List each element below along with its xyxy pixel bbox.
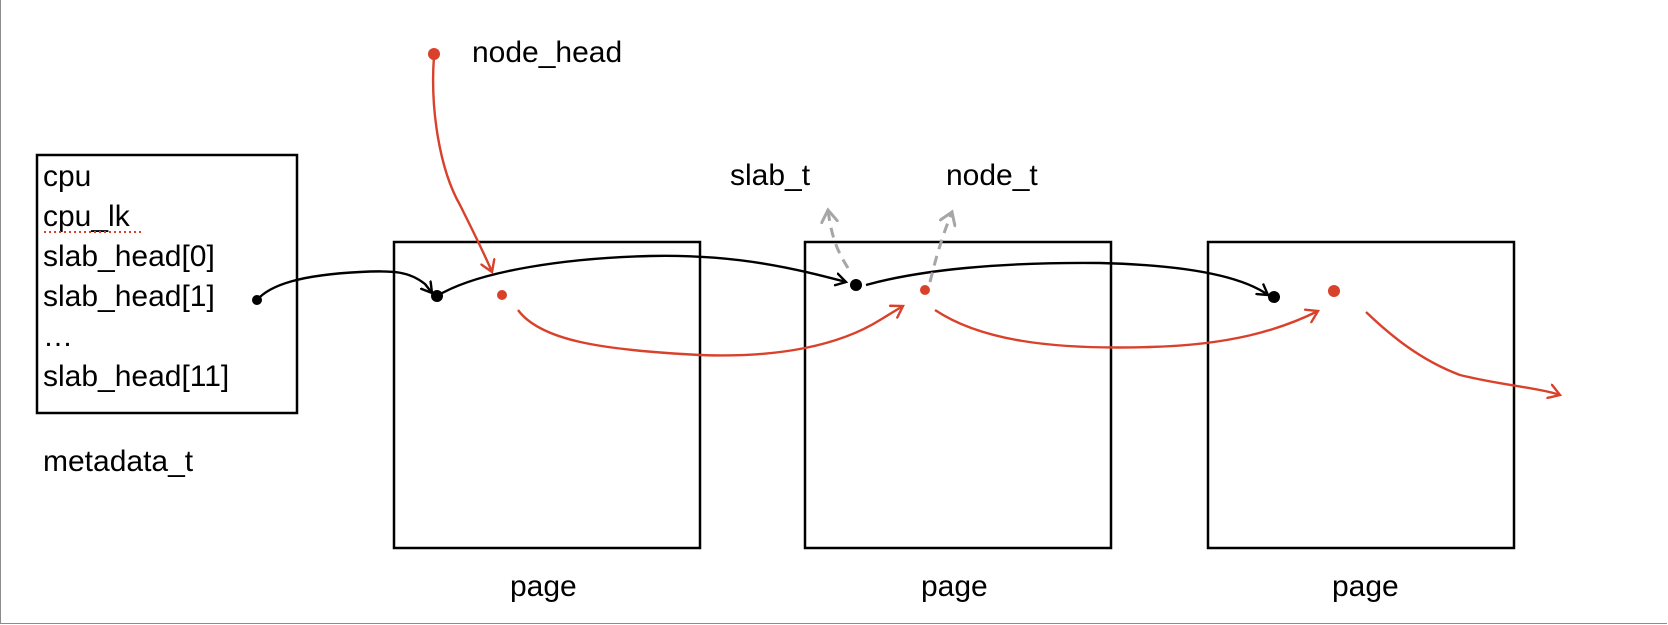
field-slab-head-1: slab_head[1] xyxy=(43,280,215,313)
field-cpu-lk: cpu_lk xyxy=(43,200,131,233)
field-ellipsis: … xyxy=(43,320,73,353)
field-slab-head-11: slab_head[11] xyxy=(43,360,229,393)
page-caption-3: page xyxy=(1332,570,1399,603)
node-head-arrow xyxy=(431,55,492,272)
node-t-hint-arrow xyxy=(928,212,952,283)
slab-t-label: slab_t xyxy=(730,159,811,192)
page-box-3 xyxy=(1206,240,1516,550)
metadata-struct-box xyxy=(35,153,299,415)
node-link-page3-onward xyxy=(1365,311,1560,395)
slab-link-page2-to-page3 xyxy=(865,261,1268,295)
slab-link-meta-to-page1 xyxy=(256,270,432,301)
page-box-1 xyxy=(392,240,702,550)
page3-slab-dot xyxy=(1268,291,1280,303)
page-caption-2: page xyxy=(921,570,988,603)
field-slab-head-0: slab_head[0] xyxy=(43,240,215,273)
slab-link-page1-to-page2 xyxy=(436,254,846,298)
node-head-label: node_head xyxy=(472,36,622,69)
page-box-2 xyxy=(803,240,1113,550)
page3-node-dot xyxy=(1328,285,1340,297)
page-caption-1: page xyxy=(510,570,577,603)
page2-node-dot xyxy=(920,285,930,295)
page2-slab-dot xyxy=(850,279,862,291)
node-link-page2-to-page3 xyxy=(934,310,1318,349)
node-head-dot xyxy=(428,48,440,60)
slab-t-hint-arrow xyxy=(828,210,850,269)
page1-node-dot xyxy=(497,290,507,300)
node-link-page1-to-page2 xyxy=(517,306,903,357)
node-t-label: node_t xyxy=(946,159,1038,192)
field-cpu: cpu xyxy=(43,160,91,193)
metadata-caption: metadata_t xyxy=(43,445,194,478)
